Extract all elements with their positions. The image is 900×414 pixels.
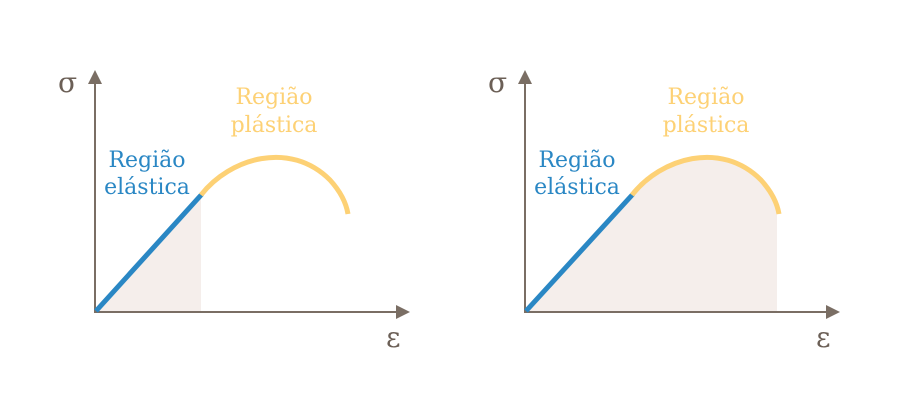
elastic-label-line2: elástica: [534, 175, 620, 200]
y-axis-label: σ: [58, 66, 77, 99]
total-energy-area: [525, 157, 777, 311]
y-axis-label: σ: [488, 66, 507, 99]
plastic-label-line2: plástica: [663, 113, 750, 138]
elastic-label-line2: elástica: [104, 175, 190, 200]
y-axis-arrow-icon: [518, 70, 532, 84]
x-axis-arrow-icon: [826, 305, 840, 319]
elastic-curve: [524, 192, 635, 313]
x-axis-label: ε: [386, 321, 401, 354]
plastic-label-line1: Região: [667, 85, 744, 110]
plastic-curve: [199, 154, 351, 215]
plastic-label-line1: Região: [235, 85, 312, 110]
elastic-curve: [94, 192, 204, 313]
x-axis-arrow-icon: [396, 305, 410, 319]
x-axis-label: ε: [816, 321, 831, 354]
plastic-curve: [630, 154, 782, 215]
elastic-label-line1: Região: [538, 148, 615, 173]
plastic-label-line2: plástica: [231, 113, 318, 138]
y-axis-arrow-icon: [88, 70, 102, 84]
elastic-label-line1: Região: [108, 148, 185, 173]
diagram-left: σ ε Região elástica Região plástica: [58, 66, 410, 354]
diagram-right: σ ε Região elástica Região plástica: [488, 66, 840, 354]
